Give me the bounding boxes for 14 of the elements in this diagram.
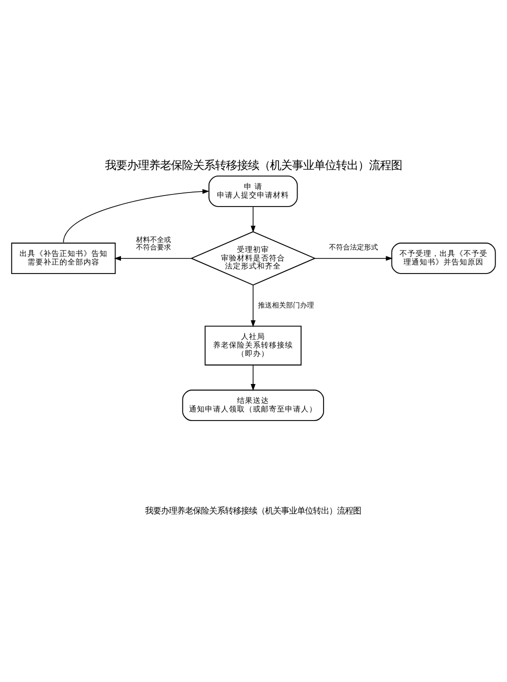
node-diamond: 受理初审 审验材料是否符合法定形式和齐全 — [190, 231, 316, 286]
node-box: 出具《补告正知书》告知需要补正的全部内容 — [11, 242, 116, 274]
arrow — [250, 284, 256, 328]
node-box: 人社局 养老保险关系转移接续 （即办） — [204, 326, 302, 366]
arrow — [250, 206, 256, 233]
diagram-title: 我要办理养老保险关系转移接续（机关事业单位转出）流程图 — [105, 158, 402, 172]
node-box: 申 请 申请人提交申请材料 — [208, 176, 298, 208]
arrow — [314, 256, 393, 261]
caption: 我要办理养老保险关系转移接续（机关事业单位转出）流程图 — [145, 505, 362, 516]
arrow — [63, 189, 210, 243]
node-box: 结果送达 通知申请人领取（或邮寄至申请人） — [182, 390, 324, 422]
arrow — [250, 364, 256, 391]
arrow — [114, 256, 192, 261]
node-box: 不予受理，出具《不予受理通知书》并告知原因 — [391, 242, 496, 274]
